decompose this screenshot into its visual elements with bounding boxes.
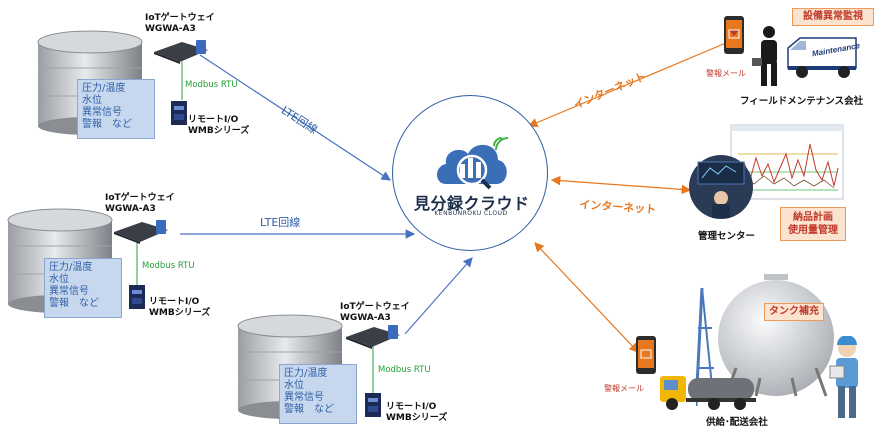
task-supply: タンク補充 xyxy=(764,303,824,321)
internet-line-3 xyxy=(534,242,639,353)
task-maintenance: 設備異常監視 xyxy=(792,8,874,26)
internet-line-1 xyxy=(527,38,735,128)
tanker-truck-icon xyxy=(660,376,756,410)
delivery-worker-icon xyxy=(829,336,858,418)
sensor-list-1: 圧力/温度 水位 異常信号 警報 など xyxy=(77,79,155,139)
remote-io-label-2: リモートI/O WMBシリーズ xyxy=(149,297,211,318)
monitoring-dashboard xyxy=(730,124,844,200)
sensor-list-3: 圧力/温度 水位 異常信号 警報 など xyxy=(279,364,357,424)
modbus-label-3: Modbus RTU xyxy=(378,365,431,375)
company-control: 管理センター xyxy=(698,231,756,242)
gateway-device-icon xyxy=(154,40,208,64)
maintenance-van-icon: Maintenance xyxy=(787,37,860,78)
gateway-label-1: IoTゲートウェイ WGWA-A3 xyxy=(145,13,215,34)
remote-io-label-3: リモートI/O WMBシリーズ xyxy=(386,402,448,423)
remote-io-label-1: リモートI/O WMBシリーズ xyxy=(188,115,250,136)
remote-io-icon xyxy=(171,101,187,125)
sensor-list-2: 圧力/温度 水位 異常信号 警報 など xyxy=(44,258,122,318)
remote-io-icon xyxy=(365,393,381,417)
lte-line-1 xyxy=(199,54,392,181)
alert-mail-label-1: 警報メール xyxy=(706,69,746,78)
modbus-label-1: Modbus RTU xyxy=(185,80,238,90)
task-control: 納品計画 使用量管理 xyxy=(780,207,846,241)
smartphone-alert-icon xyxy=(724,16,744,54)
gateway-label-3: IoTゲートウェイ WGWA-A3 xyxy=(340,302,410,323)
gateway-device-icon xyxy=(114,220,168,244)
smartphone-alert-icon xyxy=(636,336,656,374)
cloud-subtitle: KENBUNROKU CLOUD xyxy=(434,210,508,217)
lte-label-2: LTE回線 xyxy=(260,216,301,229)
gateway-label-2: IoTゲートウェイ WGWA-A3 xyxy=(105,193,175,214)
company-maintenance: フィールドメンテナンス会社 xyxy=(740,96,864,107)
alert-mail-label-2: 警報メール xyxy=(604,384,644,393)
remote-io-icon xyxy=(129,285,145,309)
internet-line-2 xyxy=(550,175,692,195)
gateway-device-icon xyxy=(346,325,400,349)
cloud-logo-icon xyxy=(437,137,509,190)
modbus-label-2: Modbus RTU xyxy=(142,261,195,271)
lte-line-3 xyxy=(404,257,473,335)
technician-icon xyxy=(752,26,777,86)
company-supply: 供給･配送会社 xyxy=(706,417,768,428)
control-room-icon xyxy=(689,155,753,219)
cloud-name: 見分録クラウド xyxy=(414,194,530,213)
